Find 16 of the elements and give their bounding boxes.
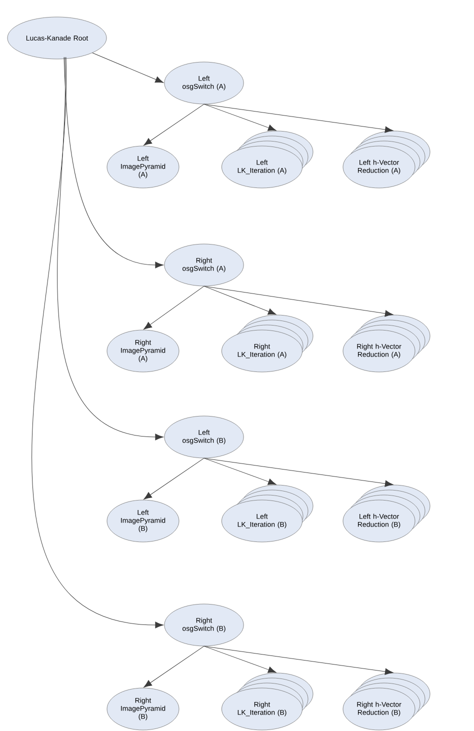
- arrow: [32, 56, 164, 628]
- arrow: [204, 646, 276, 673]
- arrow: [204, 458, 394, 487]
- arrow: [204, 286, 276, 315]
- arrow: [144, 646, 204, 688]
- arrow: [57, 56, 164, 440]
- arrow: [204, 104, 276, 131]
- arrow: [204, 458, 276, 485]
- arrow: [204, 104, 394, 133]
- arrow: [144, 286, 204, 330]
- arrow: [144, 104, 204, 146]
- arrow: [92, 52, 164, 83]
- arrow: [64, 56, 164, 268]
- arrow: [144, 458, 204, 500]
- arrow: [204, 286, 394, 317]
- arrow: [204, 646, 394, 675]
